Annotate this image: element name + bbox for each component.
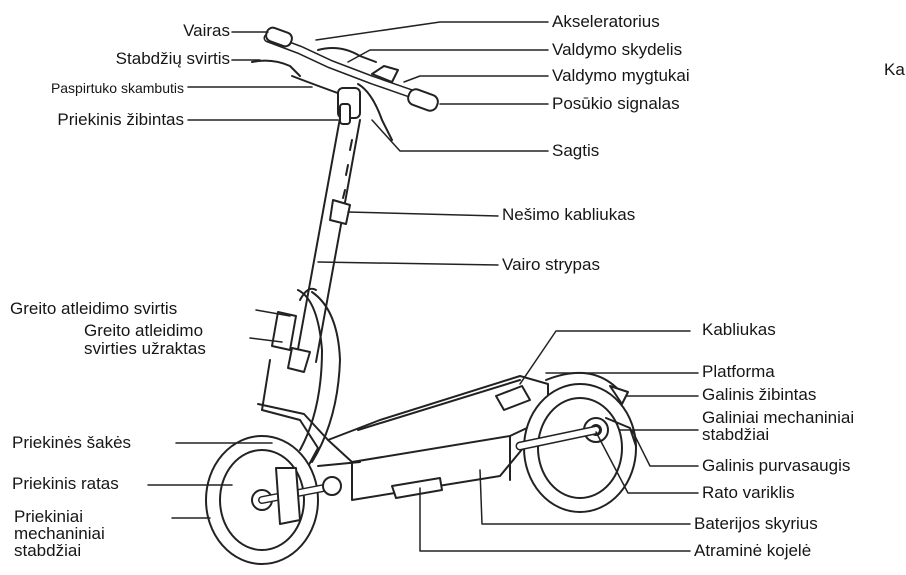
label-posukio-signalas: Posūkio signalas — [552, 94, 680, 113]
label-sagtis: Sagtis — [552, 141, 600, 160]
label-kabliukas: Kabliukas — [702, 320, 776, 339]
label-galinis-purvasaugis: Galinis purvasaugis — [702, 456, 851, 475]
label-greito-atleidimo-svirtis: Greito atleidimo svirtis — [10, 299, 178, 318]
label-valdymo-skydelis: Valdymo skydelis — [552, 40, 683, 59]
leader-lines — [147, 21, 699, 552]
handlebar — [251, 26, 439, 141]
label-platforma: Platforma — [702, 362, 775, 381]
label-priekiniai-stabdziai: Priekiniai mechaniniai stabdžiai — [14, 507, 105, 560]
rear-wheel — [515, 371, 637, 513]
label-stabdziu-svirtis: Stabdžių svirtis — [115, 49, 230, 68]
label-valdymo-mygtukai: Valdymo mygtukai — [552, 66, 690, 85]
label-baterijos-skyrius: Baterijos skyrius — [694, 514, 818, 533]
label-rato-variklis: Rato variklis — [702, 483, 795, 502]
label-galiniai-stabdziai: Galiniai mechaniniai stabdžiai — [702, 408, 855, 444]
label-akseleratorius: Akseleratorius — [552, 12, 660, 31]
label-nesimo-kabliukas: Nešimo kabliukas — [502, 205, 636, 224]
label-paspirtuko-skambutis: Paspirtuko skambutis — [50, 80, 184, 96]
label-galinis-zibintas: Galinis žibintas — [702, 385, 817, 404]
label-priekinis-ratas: Priekinis ratas — [12, 474, 119, 493]
front-wheel — [205, 435, 342, 565]
stem — [295, 117, 361, 363]
cut-off-text: Ka — [884, 60, 905, 79]
label-priekinis-zibintas: Priekinis žibintas — [57, 110, 184, 129]
label-atramine-kojele: Atraminė kojelė — [694, 541, 812, 560]
deck — [327, 375, 549, 501]
label-greito-atleidimo-uzraktas: Greito atleidimo svirties užraktas — [84, 321, 206, 358]
label-vairas: Vairas — [183, 21, 230, 40]
label-priekines-sakes: Priekinės šakės — [12, 433, 132, 452]
stem-head — [337, 87, 361, 125]
label-vairo-strypas: Vairo strypas — [502, 255, 600, 274]
